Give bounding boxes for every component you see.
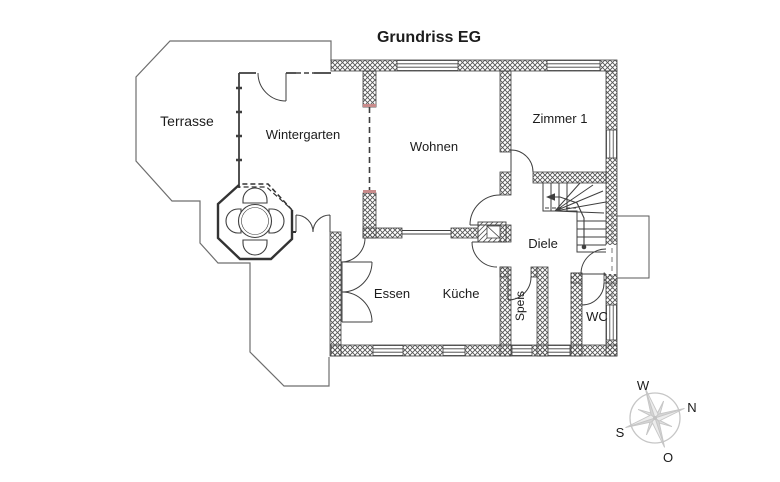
room-label-essen: Essen [374,286,410,301]
opening-mark-bottom [363,190,376,193]
windows [372,60,617,356]
compass-rose: W N S O [616,378,697,465]
room-label-wohnen: Wohnen [410,139,458,154]
terrace-outline [135,40,332,387]
staircase [542,182,607,253]
wintergarten-walls [236,72,331,188]
interior-walls [362,70,618,357]
entrance-porch [616,215,650,279]
room-label-kueche: Küche [443,286,480,301]
compass-east: O [663,450,673,465]
page-title: Grundriss EG [377,29,481,46]
room-label-zimmer1: Zimmer 1 [533,111,588,126]
compass-west: W [637,378,650,393]
opening-mark-top [363,104,376,107]
room-label-wintergarten: Wintergarten [266,127,340,142]
compass-north: N [687,400,696,415]
passage-wohnen-kueche [402,230,451,235]
room-label-wc: WC [586,309,608,324]
compass-south: S [616,425,625,440]
chimney [477,221,507,243]
room-label-diele: Diele [528,236,558,251]
room-label-speis: Speis [513,291,527,321]
room-label-terrasse: Terrasse [160,113,214,129]
bay-octagon [216,183,296,261]
bay-table-and-chairs [225,187,285,256]
